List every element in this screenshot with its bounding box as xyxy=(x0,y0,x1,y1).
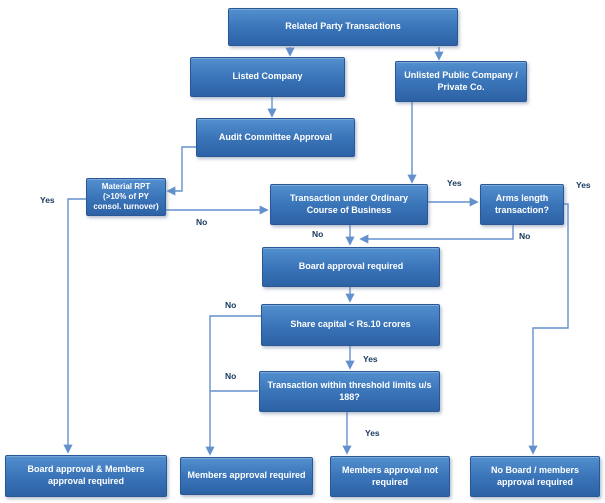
edge-label-ordinary-yes: Yes xyxy=(447,178,462,188)
node-ordinary-course: Transaction under Ordinary Course of Bus… xyxy=(270,184,428,225)
node-unlisted-company: Unlisted Public Company / Private Co. xyxy=(395,61,527,102)
node-no-board-members-approval-required: No Board / members approval required xyxy=(470,456,600,497)
edge-arms-no-to-board xyxy=(359,225,514,244)
edge-label-share-no: No xyxy=(225,300,237,310)
edge-label-ordinary-no: No xyxy=(312,229,324,239)
node-board-approval-required: Board approval required xyxy=(262,247,440,287)
edge-label-arms-yes: Yes xyxy=(576,180,591,190)
edge-label-threshold-yes: Yes xyxy=(365,428,380,438)
edge-arms-yes-to-no-board xyxy=(528,203,569,455)
edge-audit-to-material xyxy=(166,146,196,196)
node-material-rpt: Material RPT (>10% of PY consol. turnove… xyxy=(86,178,166,216)
node-threshold-limits: Transaction within threshold limits u/s … xyxy=(259,371,440,412)
edge-share-no-to-members xyxy=(205,315,261,456)
edge-material-yes-to-board-members xyxy=(63,198,86,454)
node-arms-length-transaction: Arms length transaction? xyxy=(480,184,564,225)
edge-label-material-yes: Yes xyxy=(40,195,55,205)
node-members-approval-required: Members approval required xyxy=(180,457,313,495)
node-members-approval-not-required: Members approval not required xyxy=(330,456,450,497)
edge-label-threshold-no: No xyxy=(225,371,237,381)
edge-label-material-no: No xyxy=(196,217,208,227)
node-audit-committee-approval: Audit Committee Approval xyxy=(196,118,355,157)
edge-label-share-yes: Yes xyxy=(363,354,378,364)
node-listed-company: Listed Company xyxy=(190,57,345,97)
edge-label-arms-no: No xyxy=(519,231,531,241)
node-related-party-transactions: Related Party Transactions xyxy=(228,8,458,46)
node-share-capital: Share capital < Rs.10 crores xyxy=(261,304,440,346)
node-board-and-members-approval-required: Board approval & Members approval requir… xyxy=(5,455,167,497)
